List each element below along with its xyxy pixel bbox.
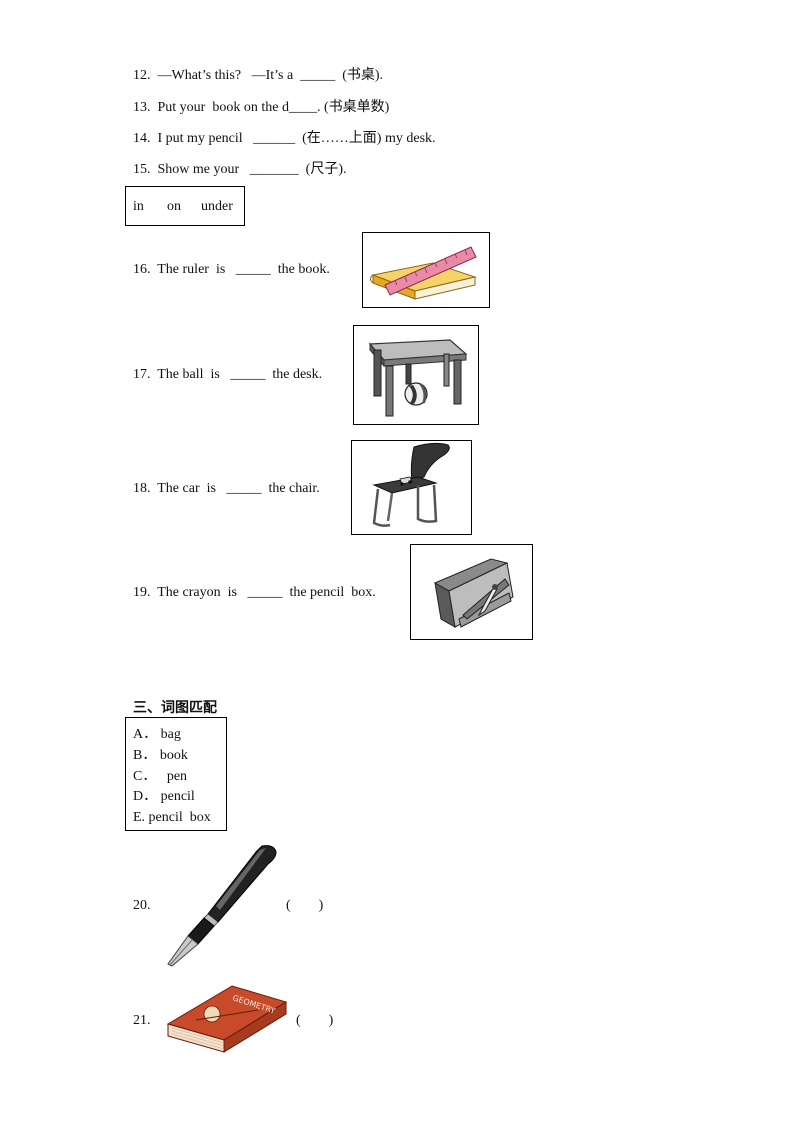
fountain-pen-image (158, 840, 283, 970)
option-c: C． pen (133, 769, 188, 784)
question-19: 19. The crayon is _____ the pencil box. (133, 585, 376, 600)
question-13: 13. Put your book on the d____. (书桌单数) (133, 100, 390, 115)
item-21-number: 21. (133, 1013, 151, 1028)
ruler-on-book-image (362, 232, 490, 308)
question-15: 15. Show me your _______ (尺子). (133, 162, 347, 177)
word-box: in on under (125, 186, 245, 226)
item-21-answer-paren: ( ) (296, 1013, 334, 1028)
question-16: 16. The ruler is _____ the book. (133, 262, 330, 277)
red-book-image: GEOMETRY (162, 980, 290, 1056)
car-on-chair-image (351, 440, 472, 535)
word-option: under (201, 199, 233, 214)
crayon-in-pencil-box-image (410, 544, 533, 640)
section-3-heading: 三、词图匹配 (133, 700, 217, 716)
word-option: in (133, 199, 144, 214)
question-12: 12. —What’s this? —It’s a _____ (书桌). (133, 68, 384, 83)
word-option: on (167, 199, 181, 214)
question-18: 18. The car is _____ the chair. (133, 481, 320, 496)
option-e: E. pencil box (133, 810, 211, 825)
ball-under-desk-image (353, 325, 479, 425)
item-20-number: 20. (133, 898, 151, 913)
option-a: A． bag (133, 727, 181, 742)
option-b: B． book (133, 748, 188, 763)
question-14: 14. I put my pencil ______ (在……上面) my de… (133, 131, 436, 146)
option-d: D． pencil (133, 789, 195, 804)
options-box: A． bag B． book C． pen D． pencil E. penci… (125, 717, 227, 831)
question-17: 17. The ball is _____ the desk. (133, 367, 323, 382)
item-20-answer-paren: ( ) (286, 898, 324, 913)
